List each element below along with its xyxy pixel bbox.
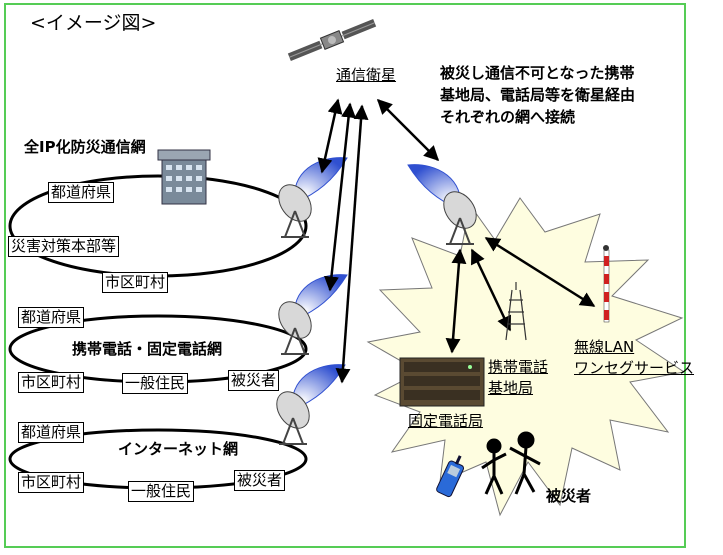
- note-line-2: 基地局、電話局等を衛星経由: [440, 86, 636, 104]
- internet-node-victims: 被災者: [234, 470, 286, 491]
- satellite-label: 通信衛星: [336, 66, 397, 84]
- phone-network-title: 携帯電話・固定電話網: [72, 340, 223, 358]
- internet-earth-station-dish-icon: [276, 364, 346, 445]
- building-icon: [157, 149, 211, 205]
- internet-network-title: インターネット網: [118, 440, 239, 458]
- sat-to-internet-arrow: [335, 104, 369, 384]
- dish-to-fixed-office-arrow: [445, 248, 467, 354]
- fixed-telephone-office-equipment-icon: [399, 357, 485, 407]
- satellite-icon: [287, 19, 377, 61]
- wireless-lan-pole-icon: [603, 245, 610, 323]
- base-station-tower-icon: [505, 282, 527, 341]
- disaster-earth-station-dish-icon: [407, 164, 477, 245]
- sat-to-disaster-arrow: [376, 98, 440, 162]
- phone-node-residents: 一般住民: [122, 373, 189, 394]
- note-line-1: 被災し通信不可となった携帯: [440, 64, 635, 82]
- phone-node-prefecture: 都道府県: [18, 307, 85, 328]
- dish-to-wireless-arrow: [484, 236, 596, 308]
- mobile-base-label-line-2: 基地局: [488, 379, 534, 397]
- ip-network-title: 全IP化防災通信網: [24, 138, 146, 156]
- phone-node-victims: 被災者: [228, 370, 280, 391]
- internet-node-municipality: 市区町村: [18, 472, 85, 493]
- wireless-label-line-1: 無線LAN: [574, 338, 635, 356]
- wireless-label-line-2: ワンセグサービス: [574, 359, 695, 377]
- ip-node-disaster-hq: 災害対策本部等: [8, 236, 120, 257]
- ip-node-prefecture: 都道府県: [48, 182, 115, 203]
- diagram-title: <イメージ図>: [30, 12, 157, 34]
- ip-node-municipality: 市区町村: [102, 272, 169, 293]
- note-line-3: それぞれの網へ接続: [440, 108, 576, 126]
- internet-node-prefecture: 都道府県: [18, 422, 85, 443]
- internet-node-residents: 一般住民: [128, 481, 195, 502]
- mobile-base-label-line-1: 携帯電話: [488, 358, 549, 376]
- phone-earth-station-dish-icon: [278, 274, 348, 355]
- diagram-frame: [4, 3, 686, 548]
- sat-to-phone-arrow: [323, 102, 357, 292]
- victims-people-icon: [481, 431, 541, 495]
- victims-label: 被災者: [546, 487, 592, 505]
- fixed-office-label: 固定電話局: [408, 412, 484, 430]
- mobile-phone-icon: [436, 455, 465, 498]
- phone-node-municipality: 市区町村: [18, 372, 85, 393]
